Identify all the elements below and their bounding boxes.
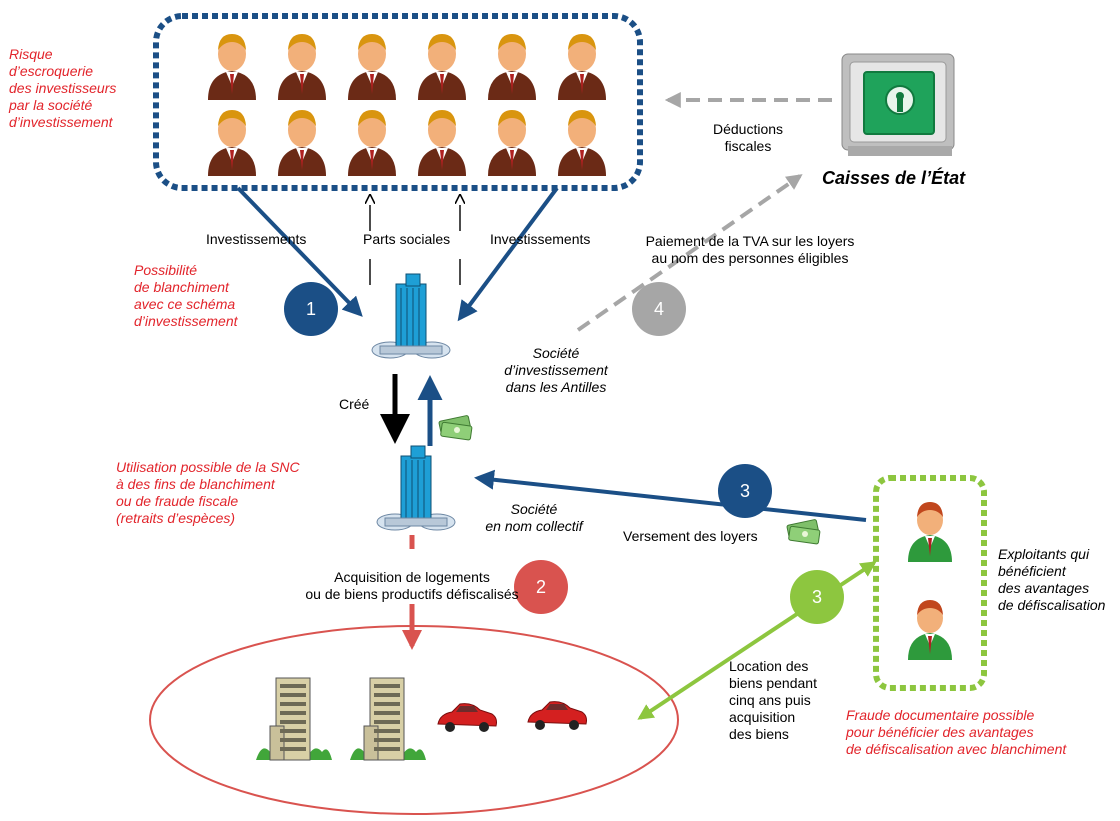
operator-icon-2 [908, 600, 952, 660]
step-badge-3-blue: 3 [718, 464, 772, 518]
investment-arrow-right [457, 186, 559, 322]
investor-icon-7 [208, 110, 256, 176]
rent-payment-arrow [474, 469, 867, 522]
red-car-icon-1 [437, 703, 497, 733]
money-icon-top [438, 414, 473, 441]
state-coffers-title: Caisses de l’État [822, 168, 966, 188]
investor-icon-8 [278, 110, 326, 176]
investor-icon-5 [488, 34, 536, 100]
operators-group-frame [873, 475, 987, 691]
red-car-icon-2 [527, 701, 587, 731]
investor-icon-4 [418, 34, 466, 100]
step-badge-2: 2 [514, 560, 568, 614]
assets-ellipse [149, 625, 679, 815]
investor-icon-3 [348, 34, 396, 100]
snc-company-icon [376, 445, 456, 531]
operator-icon-1 [908, 502, 952, 562]
step-badge-4: 4 [632, 282, 686, 336]
apartment-building-icon-1 [255, 677, 333, 761]
investors-icons [208, 34, 606, 176]
investor-icon-10 [418, 110, 466, 176]
investors-group-frame [153, 13, 643, 191]
investments-label-left: Investissements [206, 231, 307, 247]
step-badge-1: 1 [284, 282, 338, 336]
state-safe-icon [841, 53, 955, 156]
investment-arrow-left [236, 186, 363, 317]
step-badge-3-green: 3 [790, 570, 844, 624]
investor-icon-6 [558, 34, 606, 100]
investment-company-icon [371, 273, 451, 359]
investor-icon-9 [348, 110, 396, 176]
investments-label-right: Investissements [490, 231, 591, 247]
investor-icon-1 [208, 34, 256, 100]
money-icon-rent [786, 518, 821, 545]
investor-icon-11 [488, 110, 536, 176]
created-label: Créé [339, 396, 370, 412]
rent-payment-label: Versement des loyers [623, 528, 758, 544]
shares-label: Parts sociales [363, 231, 451, 247]
investor-icon-2 [278, 34, 326, 100]
apartment-building-icon-2 [349, 677, 427, 761]
vat-payment-arrow [576, 174, 803, 332]
investor-icon-12 [558, 110, 606, 176]
